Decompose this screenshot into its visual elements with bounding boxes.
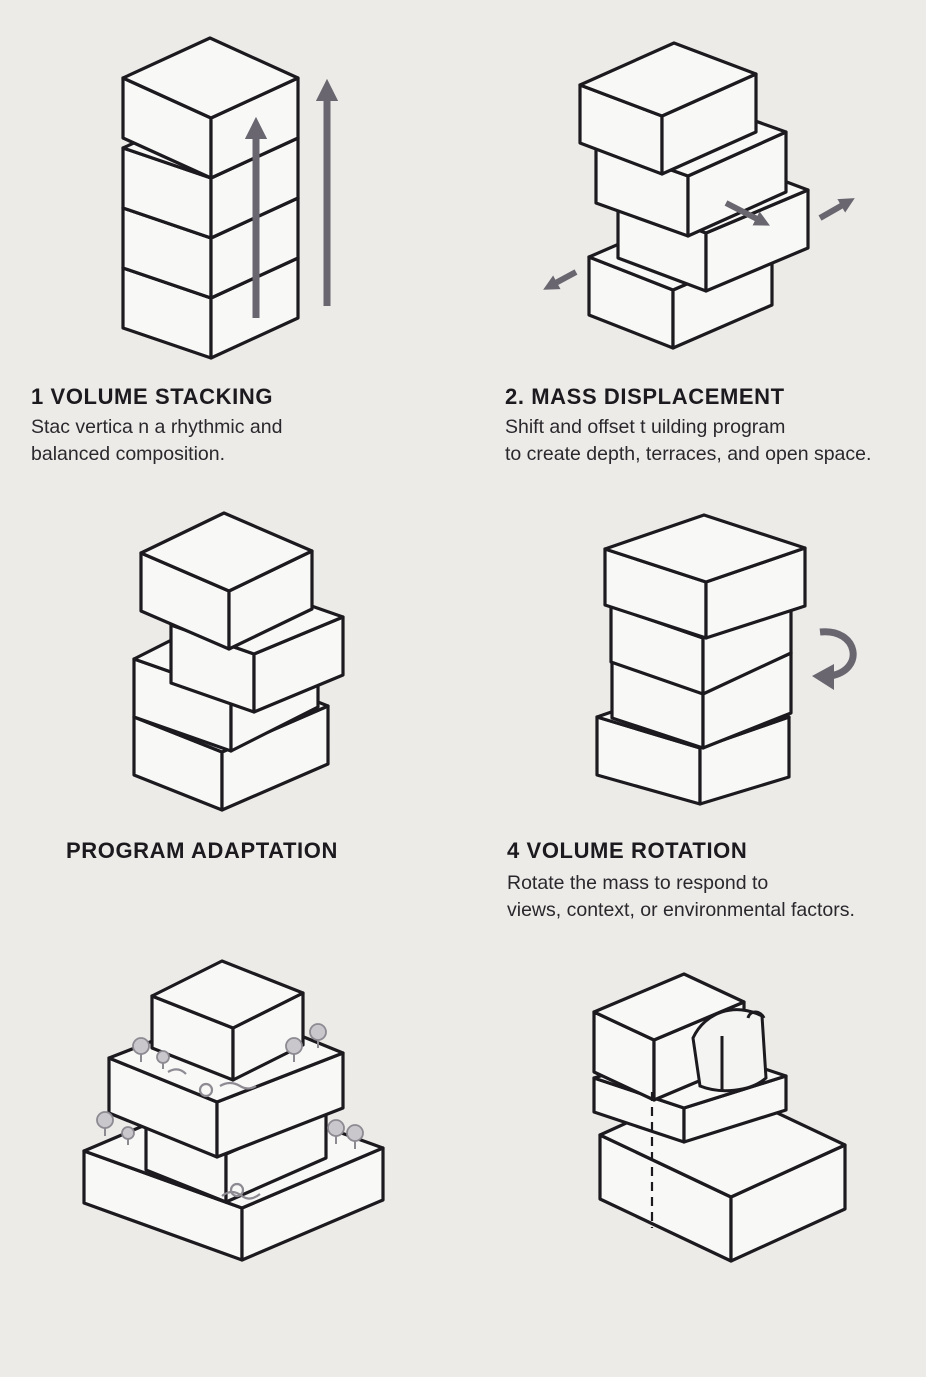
person-icon bbox=[198, 1082, 214, 1098]
step2-description: Shift and offset t uilding program to cr… bbox=[505, 414, 871, 468]
displaced-block-1-top-face bbox=[578, 41, 758, 118]
displace-out-arrow-icon bbox=[818, 198, 855, 221]
tree-icon bbox=[327, 1119, 345, 1137]
step4-title: 4 VOLUME ROTATION bbox=[507, 838, 748, 863]
person-icon bbox=[229, 1182, 245, 1198]
tree-icon bbox=[309, 1023, 327, 1041]
terrace-top-top-face bbox=[150, 959, 305, 1030]
bench-icon bbox=[219, 1081, 257, 1090]
landscape-trees bbox=[96, 1023, 364, 1149]
step2-title: 2. MASS DISPLACEMENT bbox=[505, 384, 785, 409]
step4-description-line: views, context, or environmental factors… bbox=[507, 899, 855, 921]
step3-title: PROGRAM ADAPTATION bbox=[66, 838, 338, 863]
path-icon bbox=[167, 1068, 187, 1075]
program-block-1-top-face bbox=[139, 511, 314, 593]
terrace-figures bbox=[167, 1068, 261, 1200]
tree-icon bbox=[132, 1037, 150, 1055]
tree-icon bbox=[285, 1037, 303, 1055]
step1-arrows bbox=[244, 78, 339, 318]
tree-icon bbox=[346, 1124, 364, 1142]
step1-description-line: balanced composition. bbox=[31, 443, 226, 465]
displace-left-arrow-icon bbox=[543, 269, 578, 290]
step4-description: Rotate the mass to respond to views, con… bbox=[507, 870, 855, 924]
step1-description-line: Stac vertica n a rhythmic and bbox=[31, 416, 283, 438]
rotated-block-1-top-face bbox=[603, 513, 807, 584]
rotation-arrow-icon bbox=[812, 628, 857, 690]
step4-description-line: Rotate the mass to respond to bbox=[507, 872, 769, 894]
carved-top-top-face bbox=[592, 972, 746, 1042]
step2-description-line: to create depth, terraces, and open spac… bbox=[505, 443, 872, 465]
step1-title: 1 VOLUME STACKING bbox=[31, 384, 274, 409]
stacked-block-1-top-face bbox=[121, 36, 300, 120]
step2-arrows bbox=[543, 198, 855, 290]
tree-icon bbox=[156, 1050, 170, 1064]
step1-description: Stac vertica n a rhythmic and balanced c… bbox=[31, 414, 282, 468]
step2-description-line: Shift and offset t uilding program bbox=[505, 416, 786, 438]
tree-icon bbox=[121, 1126, 135, 1140]
displace-right-arrow-icon bbox=[724, 200, 770, 226]
bench-icon bbox=[221, 1190, 261, 1200]
tree-icon bbox=[96, 1111, 114, 1129]
carved-void-details bbox=[650, 1008, 768, 1228]
